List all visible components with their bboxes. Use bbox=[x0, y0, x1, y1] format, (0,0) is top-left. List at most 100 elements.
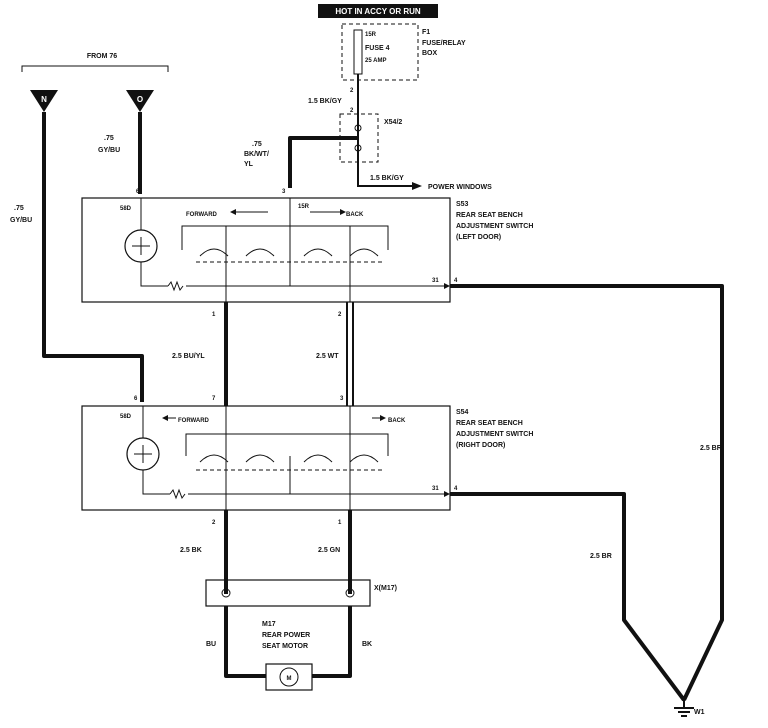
x54-label: X54/2 bbox=[384, 119, 402, 126]
s54-contacts bbox=[199, 454, 379, 463]
s53-resistor-icon bbox=[167, 280, 184, 292]
s53-pin-31: 31 bbox=[432, 278, 439, 284]
s53-lamp-term: 58D bbox=[120, 206, 132, 212]
ground-label: W1 bbox=[694, 709, 705, 716]
fuse-rating: 25 AMP bbox=[365, 58, 386, 64]
s54-pin-6: 6 bbox=[134, 396, 138, 402]
from-bracket bbox=[21, 65, 169, 72]
top-banner: HOT IN ACCY OR RUN bbox=[335, 7, 421, 16]
motor-line2: SEAT MOTOR bbox=[262, 643, 308, 650]
s53-pin-3: 3 bbox=[282, 189, 286, 195]
wire-label-gybu-left-1: .75 bbox=[14, 205, 24, 212]
wire-label-gybu-left-2: GY/BU bbox=[10, 217, 32, 224]
s54-line3: (RIGHT DOOR) bbox=[456, 442, 505, 449]
wire-label-bu-motor: BU bbox=[206, 641, 216, 648]
s53-lamp-cross bbox=[132, 237, 150, 255]
wire-label-bk-gy-bottom: 1.5 BK/GY bbox=[370, 175, 404, 182]
fuse-terminal-label: 15R bbox=[365, 32, 377, 38]
wire-label-bu-yl: 2.5 BU/YL bbox=[172, 353, 205, 360]
s54-back-arrow-icon bbox=[380, 415, 386, 421]
s54-pin-31: 31 bbox=[432, 486, 439, 492]
s53-forward-arrow-icon bbox=[230, 209, 236, 215]
wire-gy-bu-left bbox=[42, 112, 144, 402]
fuse-box-name-2: BOX bbox=[422, 50, 438, 57]
wire-label-wt: 2.5 WT bbox=[316, 353, 339, 360]
s53-drops bbox=[225, 226, 351, 302]
s53-pin31-arrow bbox=[444, 283, 450, 289]
s54-pin-4: 4 bbox=[454, 486, 458, 492]
s54-resistor-icon bbox=[169, 488, 186, 500]
s53-forward: FORWARD bbox=[186, 212, 218, 218]
wire-to-power-windows bbox=[357, 170, 412, 187]
from-label: FROM 76 bbox=[87, 53, 117, 60]
s53-pin-6: 6 bbox=[136, 189, 140, 195]
connector-m17 bbox=[205, 579, 371, 607]
terminal-n-icon bbox=[30, 90, 58, 112]
ground-icon bbox=[674, 700, 694, 717]
wire-label-br-mid: 2.5 BR bbox=[590, 553, 612, 560]
arrow-power-windows-icon bbox=[412, 182, 422, 190]
s54-pin31-arrow bbox=[444, 491, 450, 497]
s53-line3: (LEFT DOOR) bbox=[456, 234, 501, 241]
wire-label-bk-motor: BK bbox=[362, 641, 372, 648]
wire-label-bkwtyl-2: BK/WT/ bbox=[244, 151, 269, 158]
motor-line1: REAR POWER bbox=[262, 632, 310, 639]
fuse-label: FUSE 4 bbox=[365, 45, 390, 52]
terminal-o-icon bbox=[126, 90, 154, 112]
s54-bus bbox=[185, 433, 389, 456]
s53-pin-4: 4 bbox=[454, 278, 458, 284]
wire-br-mid bbox=[450, 492, 686, 702]
s53-contacts bbox=[199, 248, 379, 257]
wire-wt bbox=[346, 302, 354, 406]
power-windows-label: POWER WINDOWS bbox=[428, 184, 492, 191]
wire-bk-wt-yl bbox=[288, 136, 358, 188]
fuse-box-id: F1 bbox=[422, 29, 430, 36]
wire-label-gybu-mid-1: .75 bbox=[104, 135, 114, 142]
wire-br-right bbox=[450, 284, 724, 701]
wire-label-bk-lower: 2.5 BK bbox=[180, 547, 202, 554]
s53-back-arrow-icon bbox=[340, 209, 346, 215]
switch-s54-box bbox=[81, 405, 451, 511]
motor-icon bbox=[279, 667, 299, 687]
wire-label-bkwtyl-3: YL bbox=[244, 161, 254, 168]
s54-drops bbox=[225, 406, 351, 510]
wire-bk-motor bbox=[312, 606, 352, 678]
s54-lamp-cross bbox=[134, 445, 152, 463]
s54-pin-2: 2 bbox=[212, 520, 216, 526]
x54-pin-2: 2 bbox=[350, 108, 354, 114]
s54-pin-1: 1 bbox=[338, 520, 342, 526]
wire-label-br-right: 2.5 BR bbox=[700, 445, 722, 452]
motor-box bbox=[265, 663, 313, 691]
m17-node-2 bbox=[345, 588, 355, 598]
fuse-element bbox=[353, 29, 363, 75]
motor-symbol: M bbox=[287, 676, 292, 682]
s54-pin-7: 7 bbox=[212, 396, 216, 402]
connector-m17-label: X(M17) bbox=[374, 585, 397, 592]
s53-id: S53 bbox=[456, 201, 469, 208]
banner-box bbox=[318, 4, 438, 18]
s54-forward-arrow-icon bbox=[162, 415, 168, 421]
s54-id: S54 bbox=[456, 409, 469, 416]
fuse-pin-2: 2 bbox=[350, 88, 354, 94]
s54-pin-3: 3 bbox=[340, 396, 344, 402]
s53-lamp-wire bbox=[140, 198, 168, 287]
s54-back: BACK bbox=[388, 418, 406, 424]
s53-pin-1: 1 bbox=[212, 312, 216, 318]
s54-line1: REAR SEAT BENCH bbox=[456, 420, 523, 427]
terminal-n-label: N bbox=[41, 95, 47, 104]
s54-lamp-wire bbox=[142, 406, 170, 495]
wire-label-bk-gy-top: 1.5 BK/GY bbox=[308, 98, 342, 105]
wire-bu-motor bbox=[224, 606, 266, 678]
switch-s53-box bbox=[81, 197, 451, 303]
wire-label-gybu-mid-2: GY/BU bbox=[98, 147, 120, 154]
fuse-box-outline bbox=[341, 23, 419, 81]
s53-line1: REAR SEAT BENCH bbox=[456, 212, 523, 219]
s53-back: BACK bbox=[346, 212, 364, 218]
m17-node-1 bbox=[221, 588, 231, 598]
terminal-o-label: O bbox=[137, 95, 143, 104]
s53-line2: ADJUSTMENT SWITCH bbox=[456, 223, 533, 230]
s53-center-term: 15R bbox=[298, 204, 310, 210]
wire-label-bkwtyl-1: .75 bbox=[252, 141, 262, 148]
